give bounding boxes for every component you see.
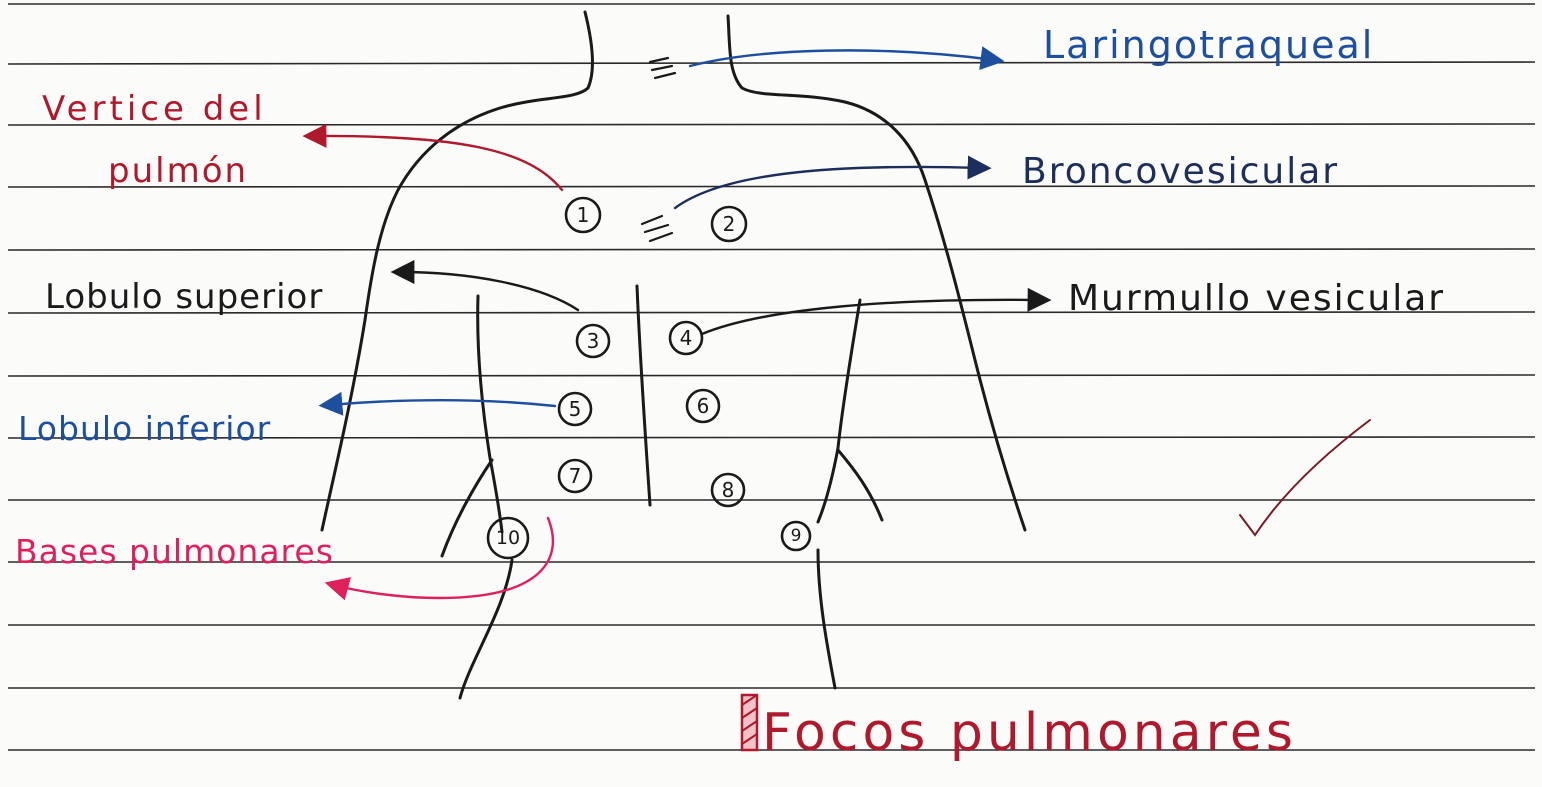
arrow-broncovesicular	[675, 167, 982, 208]
label-lobulo-inferior: Lobulo inferior	[18, 409, 271, 448]
focus-6: 6	[687, 390, 719, 422]
focus-number: 4	[680, 326, 693, 350]
title-marker-icon	[742, 695, 757, 750]
focus-number: 3	[587, 329, 600, 353]
label-lobulo-superior: Lobulo superior	[45, 277, 323, 317]
focus-number: 2	[723, 212, 736, 236]
hatch-mark	[645, 225, 668, 232]
label-laringotraqueal: Laringotraqueal	[1043, 23, 1374, 67]
shoulder-left	[322, 108, 500, 530]
rib-right	[838, 450, 882, 520]
label-vertice-line2: pulmón	[108, 151, 248, 191]
label-murmullo: Murmullo vesicular	[1068, 278, 1445, 319]
diagram-title: Focos pulmonares	[762, 703, 1297, 763]
ruled-line	[8, 375, 1535, 376]
focus-3: 3	[577, 325, 609, 357]
torso-outline	[322, 12, 1025, 698]
focus-number: 6	[697, 394, 710, 418]
focus-number: 8	[722, 478, 735, 502]
focus-9: 9	[782, 522, 810, 550]
focus-7: 7	[559, 460, 591, 492]
focus-8: 8	[712, 474, 744, 506]
sternum-line	[637, 286, 650, 505]
neck-right	[728, 16, 845, 102]
arrow-vertice	[312, 136, 562, 190]
hatch-mark	[650, 58, 668, 62]
neck-left	[500, 12, 592, 108]
focus-4: 4	[670, 322, 702, 354]
focus-number: 7	[569, 464, 582, 488]
focus-10: 10	[488, 518, 528, 558]
focus-number: 9	[791, 526, 802, 546]
back-right-low	[818, 550, 835, 688]
hatch-mark	[655, 73, 675, 78]
label-vertice-line1: Vertice del	[42, 89, 267, 129]
focus-number: 1	[577, 203, 590, 227]
hatch-mark	[642, 216, 662, 224]
focus-5: 5	[559, 393, 591, 425]
ruled-line	[8, 249, 1535, 250]
hatch-mark	[652, 66, 672, 70]
back-left-line	[478, 296, 502, 532]
label-broncovesicular: Broncovesicular	[1022, 151, 1339, 192]
focus-number: 5	[569, 397, 582, 421]
arrow-lobulo-inferior	[328, 400, 555, 406]
rib-left	[442, 460, 492, 556]
hatch-mark	[650, 233, 672, 241]
focus-number: 10	[496, 527, 520, 549]
focus-2: 2	[712, 207, 746, 241]
hatch-marks	[642, 58, 675, 241]
back-left-low	[460, 560, 512, 698]
back-right-line	[818, 300, 860, 522]
arrow-murmullo	[702, 300, 1042, 334]
arrow-lobulo-superior	[400, 272, 578, 310]
focus-1: 1	[566, 198, 600, 232]
label-bases: Bases pulmonares	[15, 532, 334, 571]
